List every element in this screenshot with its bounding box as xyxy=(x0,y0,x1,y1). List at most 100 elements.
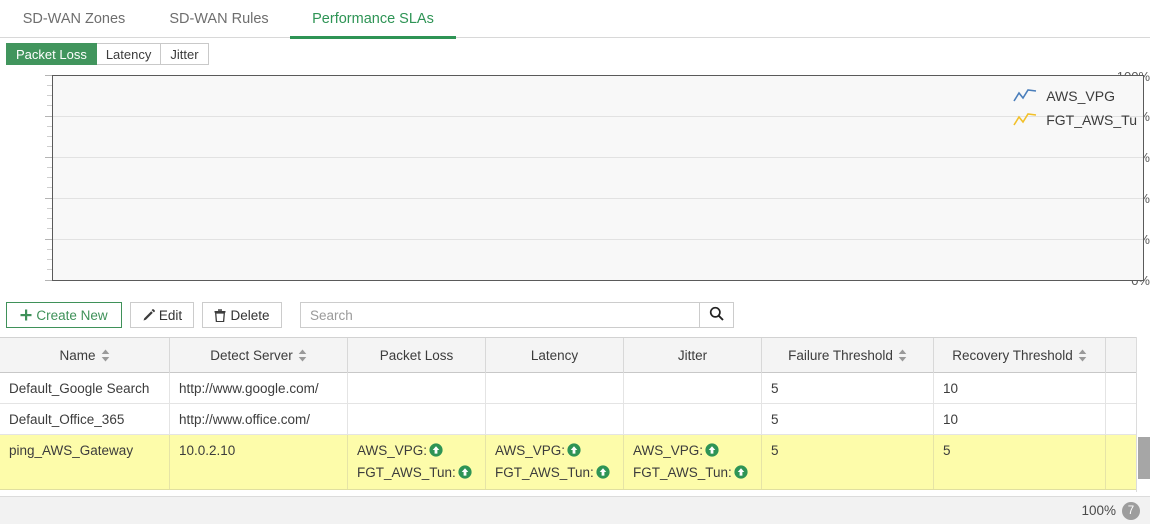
cell-packet-loss xyxy=(348,404,486,434)
plus-icon xyxy=(20,309,32,321)
y-axis-minor-tick xyxy=(47,259,52,260)
sort-arrows-icon xyxy=(1078,349,1087,362)
member-label: AWS_VPG: xyxy=(495,442,566,458)
metric-toggle-jitter[interactable]: Jitter xyxy=(161,43,209,65)
column-header-latency[interactable]: Latency xyxy=(486,338,624,373)
search-button[interactable] xyxy=(700,302,734,328)
chart-gridline xyxy=(53,157,1143,158)
y-axis-major-tick xyxy=(45,116,52,117)
y-axis-minor-tick xyxy=(47,85,52,86)
y-axis-minor-tick xyxy=(47,218,52,219)
y-axis-minor-tick xyxy=(47,249,52,250)
legend-item-fgt-aws-tu[interactable]: FGT_AWS_Tu xyxy=(1012,108,1137,132)
cell-detect-server: http://www.google.com/ xyxy=(170,373,348,403)
y-axis-minor-tick xyxy=(47,187,52,188)
metric-toggle-label: Latency xyxy=(105,46,152,62)
search-icon xyxy=(709,306,724,324)
table-row[interactable]: ping_AWS_Gateway 10.0.2.10 AWS_VPG: FGT_… xyxy=(0,435,1150,490)
cell-jitter: AWS_VPG: FGT_AWS_Tun: xyxy=(624,435,762,489)
cell-failure-threshold: 5 xyxy=(762,435,934,489)
metric-toggle-label: Packet Loss xyxy=(16,46,87,62)
y-axis-major-tick xyxy=(45,280,52,281)
page-count-badge[interactable]: 7 xyxy=(1122,501,1140,520)
line-series-icon xyxy=(1012,88,1038,104)
legend-item-aws-vpg[interactable]: AWS_VPG xyxy=(1012,84,1137,108)
sort-arrows-icon xyxy=(898,349,907,362)
y-axis-major-tick xyxy=(45,198,52,199)
cell-name: Default_Google Search xyxy=(0,373,170,403)
column-header-jitter[interactable]: Jitter xyxy=(624,338,762,373)
cell-recovery-threshold: 5 xyxy=(934,435,1106,489)
cell-latency: AWS_VPG: FGT_AWS_Tun: xyxy=(486,435,624,489)
legend-label: FGT_AWS_Tu xyxy=(1046,112,1137,128)
metric-toggle-label: Jitter xyxy=(170,46,199,62)
chart-gridline xyxy=(53,116,1143,117)
column-header-recovery-threshold[interactable]: Recovery Threshold xyxy=(934,338,1106,373)
member-label: FGT_AWS_Tun: xyxy=(357,464,456,480)
cell-name-text: ping_AWS_Gateway xyxy=(9,442,134,458)
column-header-label: Recovery Threshold xyxy=(952,348,1073,363)
cell-latency xyxy=(486,373,624,403)
y-axis-minor-tick xyxy=(47,95,52,96)
metric-toggle-latency[interactable]: Latency xyxy=(96,43,162,65)
cell-failure-threshold-text: 5 xyxy=(771,442,779,458)
performance-sla-table: Name Detect Server Packet Loss Latency J… xyxy=(0,337,1150,492)
arrow-up-circle-icon xyxy=(734,465,748,479)
cell-jitter xyxy=(624,404,762,434)
edit-label: Edit xyxy=(158,307,183,323)
metric-toggle-group: Packet Loss Latency Jitter xyxy=(6,43,209,65)
y-axis-minor-tick xyxy=(47,167,52,168)
y-axis-major-tick xyxy=(45,239,52,240)
line-series-icon xyxy=(1012,112,1038,128)
column-header-label: Failure Threshold xyxy=(788,348,893,363)
tab-sd-wan-rules[interactable]: SD-WAN Rules xyxy=(152,0,286,38)
cell-name: ping_AWS_Gateway xyxy=(0,435,170,489)
y-axis-major-tick xyxy=(45,157,52,158)
y-axis-minor-tick xyxy=(47,146,52,147)
column-header-packet-loss[interactable]: Packet Loss xyxy=(348,338,486,373)
tab-label: Performance SLAs xyxy=(312,11,434,27)
delete-button[interactable]: Delete xyxy=(202,302,282,328)
tab-label: SD-WAN Rules xyxy=(169,11,269,27)
column-header-name[interactable]: Name xyxy=(0,338,170,373)
chart-legend: AWS_VPG FGT_AWS_Tu xyxy=(1012,84,1137,132)
table-header-row: Name Detect Server Packet Loss Latency J… xyxy=(0,337,1150,373)
trash-icon xyxy=(214,308,226,322)
member-label: FGT_AWS_Tun: xyxy=(495,464,594,480)
cell-recovery-threshold-text: 5 xyxy=(943,442,951,458)
table-vertical-scrollbar[interactable] xyxy=(1136,337,1150,492)
column-header-detect-server[interactable]: Detect Server xyxy=(170,338,348,373)
status-bar: 100% 7 xyxy=(0,496,1150,524)
search-input[interactable] xyxy=(308,306,692,324)
metric-toggle-packet-loss[interactable]: Packet Loss xyxy=(6,43,97,65)
cell-name: Default_Office_365 xyxy=(0,404,170,434)
scrollbar-thumb[interactable] xyxy=(1138,437,1150,479)
chart-gridline xyxy=(53,239,1143,240)
chart-gridline xyxy=(53,198,1143,199)
tab-label: SD-WAN Zones xyxy=(22,11,126,27)
create-new-button[interactable]: Create New xyxy=(6,302,122,328)
table-row[interactable]: Default_Office_365 http://www.office.com… xyxy=(0,404,1150,435)
cell-packet-loss xyxy=(348,373,486,403)
tab-sd-wan-zones[interactable]: SD-WAN Zones xyxy=(8,0,140,38)
sort-arrows-icon xyxy=(298,349,307,362)
y-axis-major-tick xyxy=(45,75,52,76)
edit-button[interactable]: Edit xyxy=(130,302,194,328)
column-header-label: Latency xyxy=(530,348,579,363)
arrow-up-circle-icon xyxy=(596,465,610,479)
cell-detect-server: 10.0.2.10 xyxy=(170,435,348,489)
cell-failure-threshold: 5 xyxy=(762,404,934,434)
cell-packet-loss: AWS_VPG: FGT_AWS_Tun: xyxy=(348,435,486,489)
cell-recovery-threshold: 10 xyxy=(934,373,1106,403)
search-field-wrapper[interactable] xyxy=(300,302,700,328)
tab-performance-slas[interactable]: Performance SLAs xyxy=(290,0,456,39)
cell-failure-threshold: 5 xyxy=(762,373,934,403)
y-axis-minor-tick xyxy=(47,228,52,229)
pencil-icon xyxy=(142,308,155,322)
member-label: AWS_VPG: xyxy=(357,442,428,458)
y-axis-minor-tick xyxy=(47,177,52,178)
column-header-failure-threshold[interactable]: Failure Threshold xyxy=(762,338,934,373)
cell-recovery-threshold: 10 xyxy=(934,404,1106,434)
column-header-label: Detect Server xyxy=(210,348,293,363)
table-row[interactable]: Default_Google Search http://www.google.… xyxy=(0,373,1150,404)
